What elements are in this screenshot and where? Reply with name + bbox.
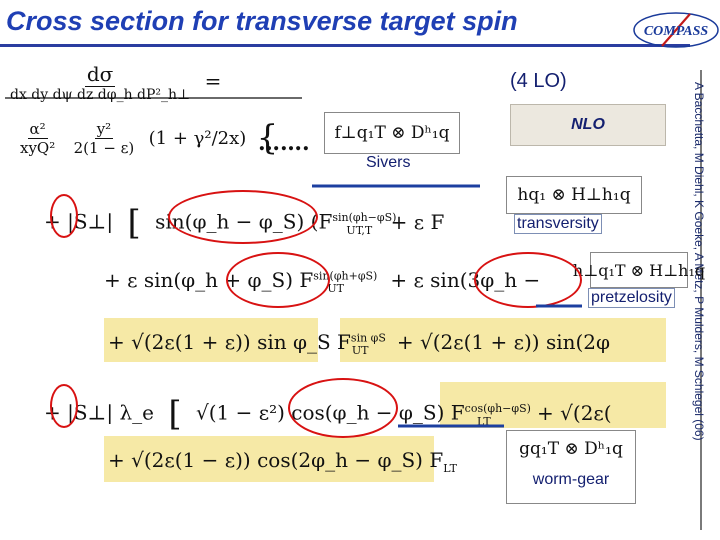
highlight-row3-b [340, 318, 666, 362]
row3-sup1: sin φS [350, 331, 386, 345]
nlo-box: NLO [510, 104, 666, 146]
equals-sign: = [204, 69, 222, 93]
lhs-fraction: dσ dx dy dψ dz dφ_h dP²_h⊥ = [8, 62, 221, 103]
logo-needle-icon [661, 13, 691, 47]
transversity-formula-box: hq₁ ⊗ H⊥h₁q [506, 176, 642, 214]
lhs-numerator: dσ [84, 62, 116, 87]
highlight-row4 [440, 382, 666, 428]
oval-cos [288, 378, 398, 438]
worm-gear-label: worm-gear [532, 471, 610, 488]
highlight-row5 [104, 436, 434, 482]
row4-term2: + √(2ε( [537, 400, 612, 425]
oval-sivers [168, 190, 318, 244]
oval-s-perp-1 [50, 194, 78, 238]
highlight-row3-a [104, 318, 318, 362]
prefactor-b-num: y² [94, 119, 114, 139]
row2-sub1: UT [327, 282, 344, 295]
logo-ring-icon [633, 12, 719, 48]
row1-tail: + ε F [390, 209, 445, 234]
oval-s-perp-2 [50, 384, 78, 428]
row1-sub: UT,T [346, 223, 373, 237]
row4-bracket: [ [168, 394, 182, 434]
lhs-denominator: dx dy dψ dz dφ_h dP²_h⊥ [10, 87, 191, 103]
opening-brace: { [256, 118, 279, 158]
nlo-label: NLO [571, 116, 605, 133]
lo-label: (4 LO) [510, 70, 567, 92]
row4-sub1: LT [476, 414, 491, 428]
pretzelosity-formula-box: h⊥q₁T ⊗ H⊥h₁q [573, 252, 705, 288]
pretzelosity-label: pretzelosity [588, 288, 675, 308]
prefactor-c: (1 + γ²/2x) [148, 127, 247, 149]
oval-3phi [474, 252, 582, 308]
equation-row-3: + √(2ε(1 + ε)) sin φ_S Fsin φSUT + √(2ε(… [108, 330, 610, 357]
row3-term1: + √(2ε(1 + ε)) sin φ_S F [108, 330, 351, 354]
slide-title: Cross section for transverse target spin [6, 6, 518, 36]
sivers-formula-box: f⊥q₁T ⊗ Dʰ₁q [324, 112, 460, 154]
prefactor-a-den: xyQ² [20, 138, 56, 157]
side-divider [700, 70, 702, 530]
row1-sup: sin(φh−φS) [332, 210, 397, 224]
row3-term2: + √(2ε(1 + ε)) sin(2φ [396, 330, 611, 354]
worm-gear-box: gq₁T ⊗ Dʰ₁q worm-gear [506, 430, 636, 504]
sivers-label: Sivers [366, 154, 411, 171]
transversity-label: transversity [514, 214, 602, 234]
row1-bracket: [ [127, 203, 141, 243]
worm-gear-formula: gq₁T ⊗ Dʰ₁q [519, 439, 623, 459]
compass-logo: COMPASS [633, 12, 719, 48]
prefactor: α² xyQ² y² 2(1 − ε) (1 + γ²/2x) { [18, 118, 278, 158]
oval-phi-plus [226, 252, 330, 308]
prefactor-a-num: α² [27, 119, 48, 139]
ellipsis-dots: ……. [258, 130, 310, 156]
row4-sup1: cos(φh−φS) [464, 401, 531, 415]
equation-row-5: + √(2ε(1 − ε)) cos(2φ_h − φ_S) FLT [108, 448, 457, 475]
row3-sub1: UT [351, 344, 369, 357]
title-divider [0, 44, 690, 47]
row5-term1: + √(2ε(1 − ε)) cos(2φ_h − φ_S) F [108, 448, 444, 472]
row5-sub1: LT [443, 462, 457, 475]
logo-text: COMPASS [644, 24, 709, 39]
prefactor-b-den: 2(1 − ε) [73, 138, 135, 157]
